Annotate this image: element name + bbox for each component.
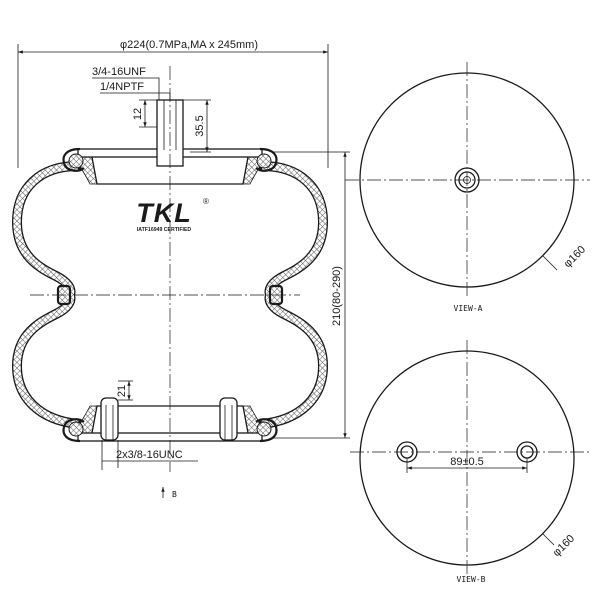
side-view: TKL ® IATF16949 CERTIFIED φ224(0.7MPa,MA… [11,39,350,499]
stud-dim-35-5-label: 35.5 [194,115,206,136]
stud-dim-12-label: 12 [132,108,144,120]
top-bead-right [256,153,272,169]
top-crimp-left [62,147,85,172]
view-b-title: VIEW-B [457,575,486,584]
view-b-hole-spacing-label: 89±0.5 [450,456,484,468]
logo-registered-mark: ® [203,197,209,206]
bottom-stud-dimension: 21 [116,380,133,401]
view-a-center-hole-inner [463,176,471,184]
air-inlet-thread-label: 1/4NPTF [100,81,144,93]
height-dimension: 210(80-290) [272,151,350,439]
view-b-diameter-leader [542,533,555,546]
overall-diameter-dimension: φ224(0.7MPa,MA x 245mm) [17,39,329,168]
bottom-stud-left-body [100,397,119,441]
bottom-bead-left [68,421,84,437]
view-a-center-hole-middle [458,171,476,189]
view-a-center-hole-outer [454,167,480,193]
bottom-stud-left [100,397,119,441]
air-inlet-thread-leader [100,92,171,100]
top-thread-callouts: 3/4-16UNF 1/4NPTF [92,66,171,100]
stud-dimension-12: 12 [132,99,157,128]
view-b-arrow-label: B [172,490,177,499]
view-b-direction-marker: B [161,487,177,499]
bottom-stud-right [219,397,238,441]
bottom-thread-callout: 2x3/8-16UNC [101,440,198,470]
tkl-logo: TKL ® IATF16949 CERTIFIED [136,197,209,233]
bottom-stud-thread-label: 2x3/8-16UNC [116,449,183,461]
bottom-crimp-right [255,418,278,443]
logo-certification: IATF16949 CERTIFIED [137,227,192,233]
view-a-title: VIEW-A [454,304,483,313]
bottom-bead-right [256,421,272,437]
top-bead-left [68,153,84,169]
bottom-stud-right-body [219,397,238,441]
logo-brand: TKL [136,198,191,228]
top-stud-thread-label: 3/4-16UNF [92,66,146,78]
top-crimp-right [255,147,278,172]
bottom-crimp-left [62,418,85,443]
overall-diameter-label: φ224(0.7MPa,MA x 245mm) [120,39,258,51]
height-range-label: 210(80-290) [331,266,343,326]
bottom-stud-dim-label: 21 [116,385,128,397]
stud-dimension-35-5: 35.5 [183,99,211,153]
view-a-diameter-leader [542,255,558,271]
